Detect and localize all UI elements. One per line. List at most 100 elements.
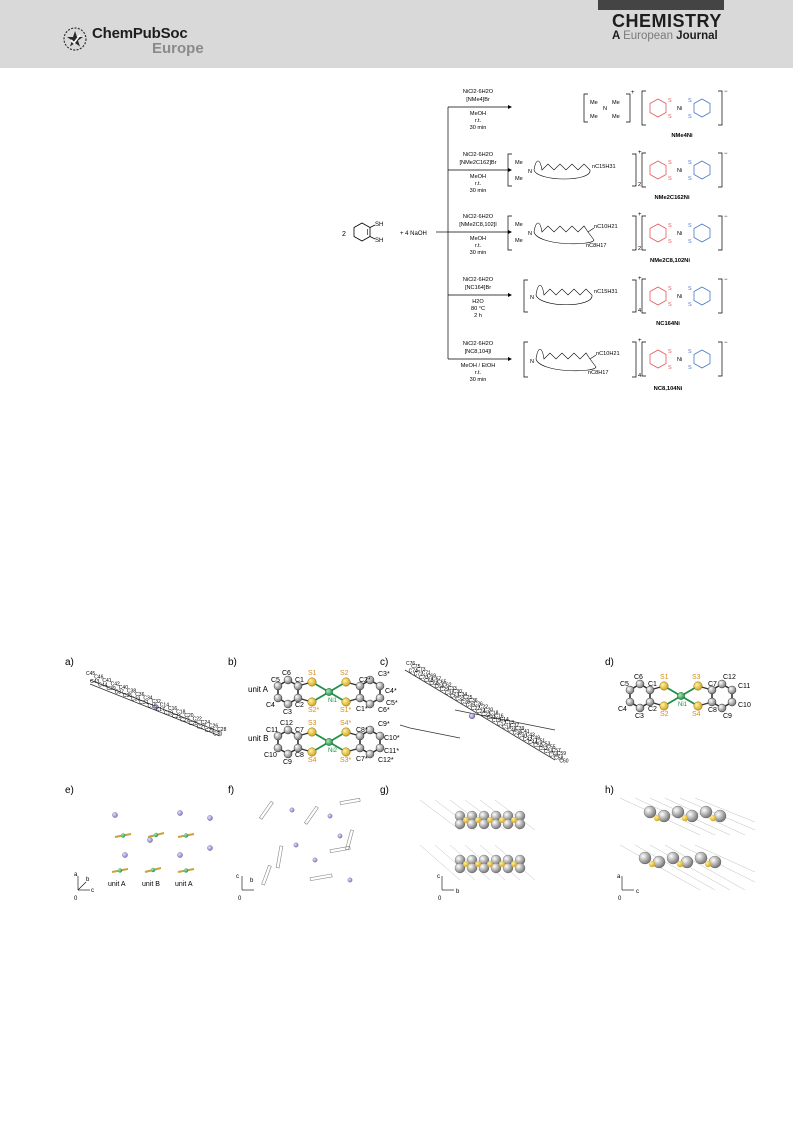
svg-text:C11: C11 [266, 727, 278, 734]
panel-f-axes: c b 0 [236, 874, 254, 902]
svg-text:0: 0 [74, 896, 78, 902]
chain-atom-label: C51 [536, 739, 545, 745]
chain-atom-label: C14 [160, 703, 169, 709]
product-1-label: NMe4Ni [671, 133, 693, 139]
svg-text:b: b [250, 878, 254, 884]
svg-text:C3*: C3* [378, 671, 390, 678]
chain-atom-label: C54 [544, 749, 553, 755]
svg-text:nC15H31: nC15H31 [592, 164, 616, 170]
svg-text:Ni: Ni [677, 231, 682, 237]
svg-text:S2: S2 [340, 670, 349, 677]
panel-c-labels: C76C74C75C72C73C70C71C68C69C66C67C64C65C… [406, 661, 569, 764]
svg-text:S: S [688, 160, 692, 166]
svg-text:S: S [688, 98, 692, 104]
svg-text:C1: C1 [648, 681, 657, 688]
svg-text:C4*: C4* [385, 688, 397, 695]
chain-atom-label: C43 [90, 679, 99, 685]
panel-labels: a) b) c) d) e) f) g) h) [65, 657, 614, 796]
svg-text:S: S [668, 176, 672, 182]
svg-text:30 min: 30 min [470, 125, 487, 131]
journal-line1: CHEMISTRY [612, 11, 722, 31]
svg-text:b): b) [228, 657, 237, 668]
svg-text:e): e) [65, 785, 74, 796]
chain-atom-label: C60 [559, 758, 568, 764]
chain-atom-label: C13 [505, 720, 514, 726]
svg-text:S2: S2 [660, 711, 669, 718]
panel-d-structure: C5 C6 C1 C2 C3 C4 S1 S2 S3 S4 Ni1 C7 C12… [618, 674, 751, 720]
svg-text:C2: C2 [295, 702, 304, 709]
svg-text:C10: C10 [264, 752, 277, 759]
chain-atom-label: C23 [481, 712, 490, 718]
chain-atom-label: C15 [148, 703, 157, 709]
svg-text:S: S [668, 286, 672, 292]
chain-atom-label: C30 [453, 689, 462, 695]
chain-atom-label: C18 [489, 711, 498, 717]
svg-text:+: + [638, 150, 642, 156]
svg-text:S1: S1 [308, 670, 317, 677]
svg-text:r.t.: r.t. [475, 243, 482, 249]
svg-text:S: S [688, 302, 692, 308]
journal-header: ChemPubSoc Europe CHEMISTRY A European J… [0, 0, 793, 68]
svg-text:S: S [668, 223, 672, 229]
chain-atom-label: C22 [193, 717, 202, 723]
chain-atom-label: C35 [123, 693, 132, 699]
svg-text:Me: Me [515, 160, 523, 166]
svg-text:S3: S3 [308, 720, 317, 727]
chain-atom-label: C20 [484, 708, 493, 714]
chain-atom-label: C19 [492, 718, 501, 724]
svg-text:−: − [724, 340, 728, 346]
svg-text:C9: C9 [283, 759, 292, 766]
unit-a-molecule [273, 675, 385, 709]
svg-text:a): a) [65, 657, 74, 668]
reaction-conditions: NiCl2·6H2O [NMe4]Br MeOH r.t. 30 min NiC… [459, 89, 497, 383]
anion-3: S S Ni S S − NMe2C8,102Ni [641, 214, 728, 264]
chain-atom-label: C44 [98, 682, 107, 688]
chain-atom-label: C28 [461, 700, 470, 706]
svg-text:+: + [638, 276, 642, 282]
svg-text:nC8H17: nC8H17 [588, 370, 609, 376]
chain-atom-label: C41 [520, 729, 529, 735]
svg-text:g): g) [380, 785, 389, 796]
svg-text:C3: C3 [283, 709, 292, 716]
svg-text:[NMe4]Br: [NMe4]Br [466, 97, 490, 103]
chain-atom-label: C69 [427, 673, 436, 679]
svg-text:C11*: C11* [384, 748, 399, 755]
svg-text:S: S [668, 349, 672, 355]
chain-atom-label: C21 [487, 715, 496, 721]
chain-atom-label: C67 [432, 677, 441, 683]
svg-text:80 °C: 80 °C [471, 306, 485, 312]
svg-text:S: S [668, 160, 672, 166]
svg-text:S: S [668, 98, 672, 104]
svg-text:0: 0 [238, 896, 242, 902]
chain-atom-label: C76 [406, 661, 415, 667]
chain-atom-label: C63 [450, 693, 459, 699]
chain-atom-label: C71 [422, 670, 431, 676]
svg-text:S4: S4 [692, 711, 701, 718]
logo-line2: Europe [152, 40, 204, 57]
chain-atom-label: C75 [411, 664, 420, 670]
chain-atom-label: C26 [474, 701, 483, 707]
svg-text:N: N [603, 106, 607, 112]
sh-label-top: SH [375, 222, 383, 228]
svg-text:MeOH: MeOH [470, 174, 486, 180]
svg-text:NiCl2·6H2O: NiCl2·6H2O [463, 341, 494, 347]
svg-text:Me: Me [612, 100, 620, 106]
anion-2: S S Ni S S − NMe2C162Ni [641, 151, 728, 201]
chain-atom-label: C16 [494, 714, 503, 720]
svg-text:unit A: unit A [175, 881, 193, 888]
svg-text:N: N [530, 295, 534, 301]
svg-text:0: 0 [618, 896, 622, 902]
svg-text:S4*: S4* [340, 720, 352, 727]
journal-line2: A European Journal [612, 30, 722, 43]
chain-atom-label: C28 [217, 727, 226, 733]
panel-h-axes: a c 0 [617, 874, 639, 902]
anion-4: S S Ni S S − NC164Ni [641, 277, 728, 327]
chain-atom-label: C29 [440, 687, 449, 693]
svg-text:C1: C1 [295, 677, 304, 684]
unit-a-label: unit A [248, 685, 269, 694]
conditions-2: NiCl2·6H2O [NMe2C162]Br MeOH r.t. 30 min [460, 152, 497, 194]
svg-text:h): h) [605, 785, 614, 796]
chain-atom-label: C21 [172, 714, 181, 720]
svg-text:C5: C5 [271, 677, 280, 684]
chain-atom-label: C50 [533, 743, 542, 749]
